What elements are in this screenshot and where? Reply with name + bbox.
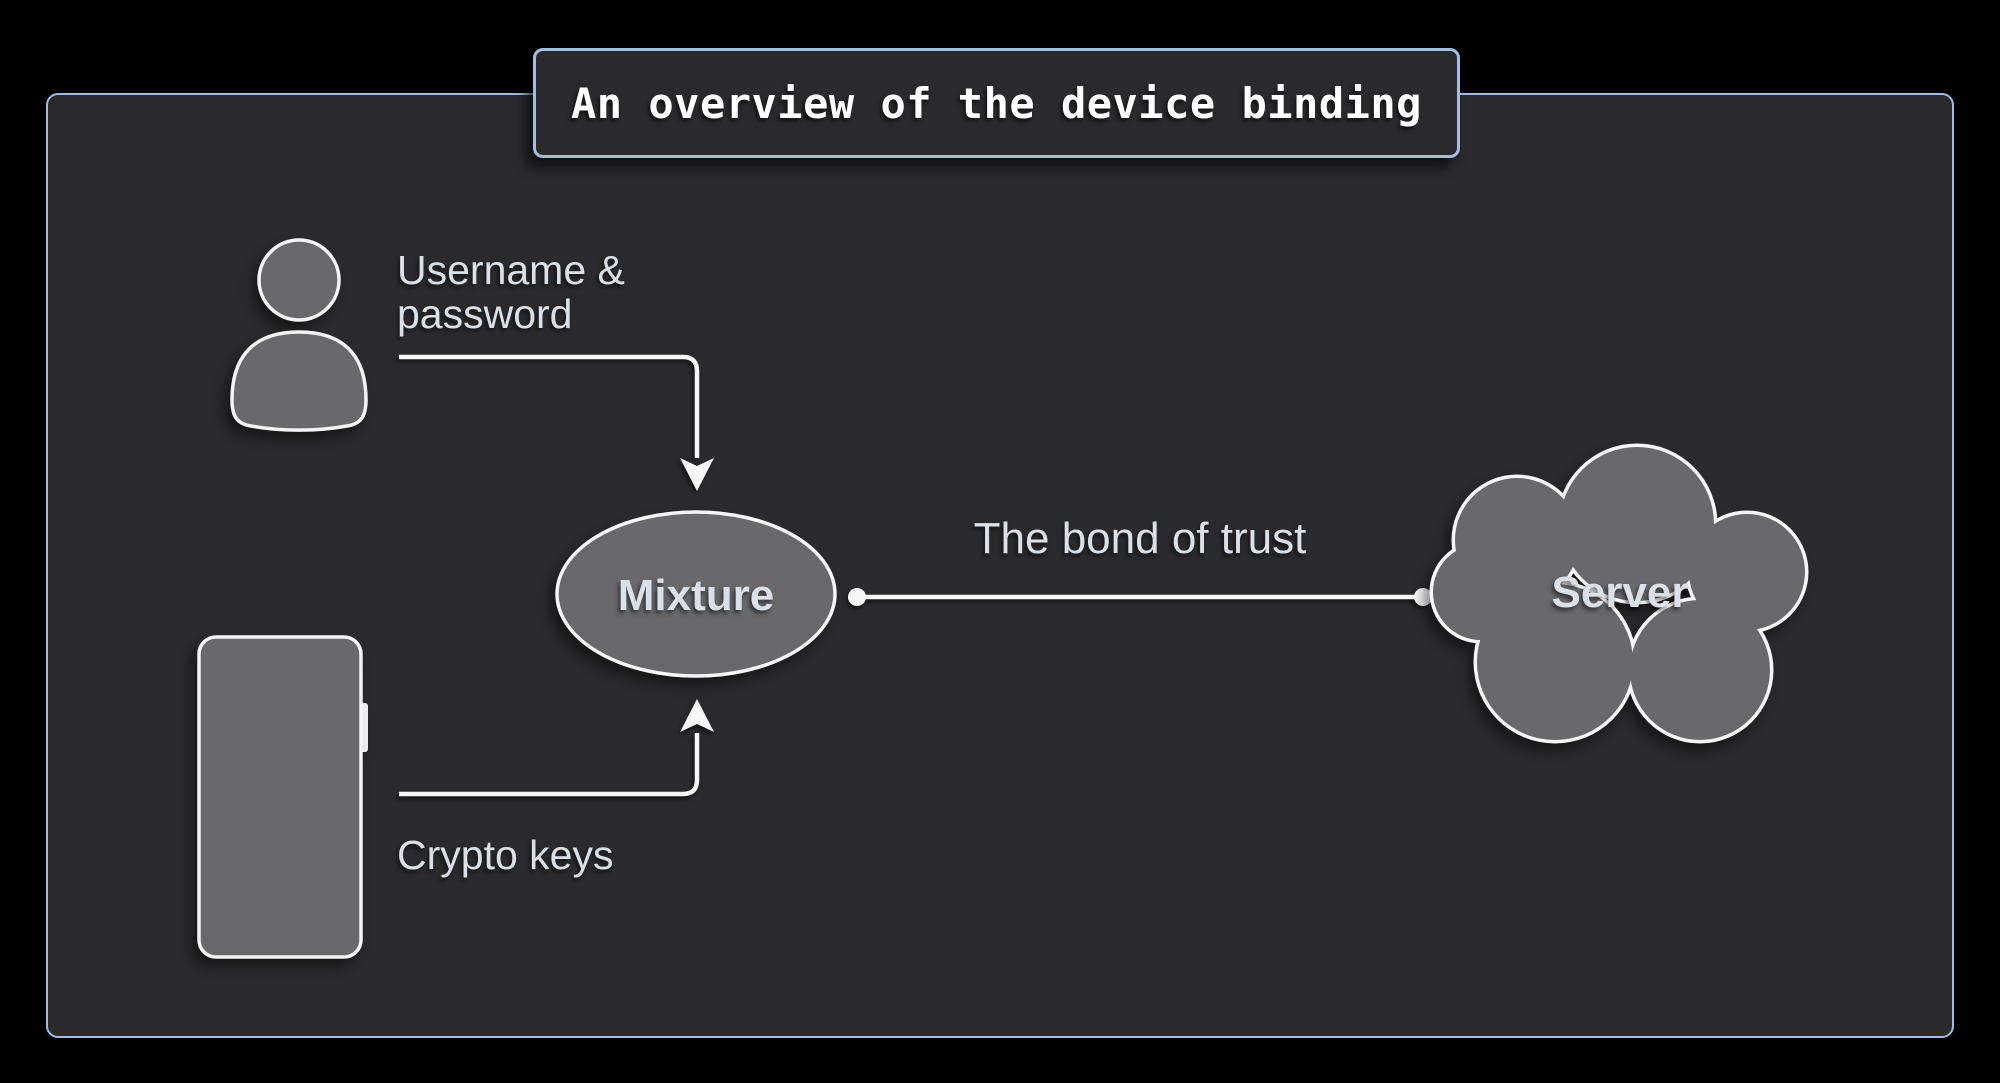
user-to-mixture-connector (399, 354, 714, 491)
bond-left-dot (848, 588, 866, 606)
arrow-down-icon (680, 458, 714, 491)
phone-icon (197, 635, 368, 959)
server-node (1429, 443, 1809, 744)
title-box: An overview of the device binding (533, 48, 1460, 158)
diagram-title: An overview of the device binding (571, 78, 1422, 128)
cloud-icon (1429, 443, 1809, 744)
mixture-node (555, 510, 837, 678)
user-icon (230, 238, 368, 432)
user-input-label: Username & password (397, 247, 625, 337)
device-to-mixture-connector (399, 699, 714, 797)
server-label: Server (1551, 568, 1689, 617)
trust-bond-line (848, 588, 1432, 606)
arrow-up-icon (680, 699, 714, 732)
device-input-label: Crypto keys (397, 832, 614, 878)
mixture-label: Mixture (617, 571, 775, 620)
bond-label: The bond of trust (973, 514, 1307, 563)
bond-right-dot (1414, 588, 1432, 606)
